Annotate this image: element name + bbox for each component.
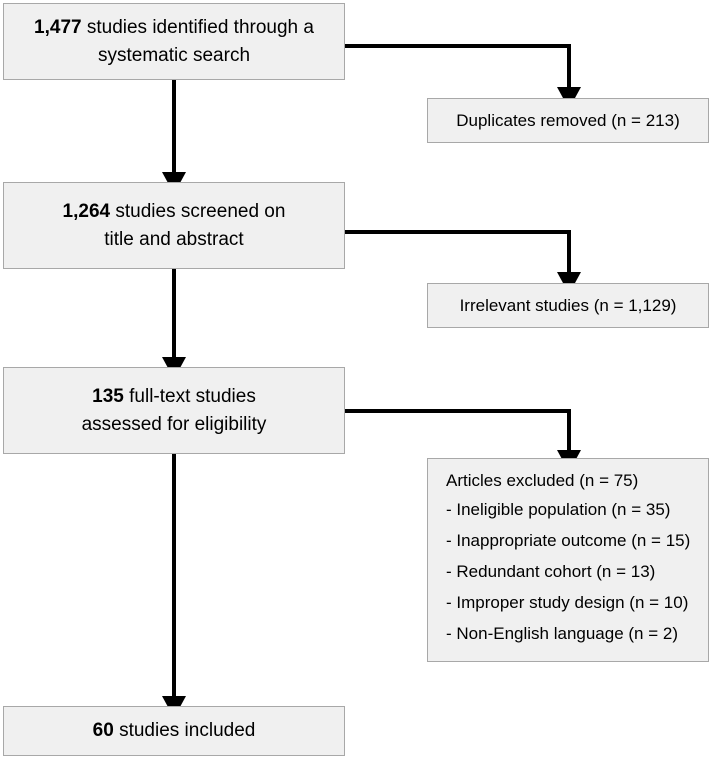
- box-identification-count: 1,477: [34, 16, 82, 38]
- box-screening-text: studies screened on: [110, 200, 286, 222]
- box-included-text: studies included: [113, 720, 256, 742]
- box-screening-line2: title and abstract: [104, 228, 244, 250]
- box-eligibility-count: 135: [92, 385, 124, 407]
- box-screening: 1,264 studies screened on title and abst…: [3, 182, 345, 269]
- box-eligibility-text: full-text studies: [123, 385, 256, 407]
- box-irrelevant-studies-label: Irrelevant studies (n = 1,129): [459, 295, 677, 315]
- box-screening-count: 1,264: [62, 200, 111, 222]
- box-included-count: 60: [92, 720, 114, 742]
- box-irrelevant-studies: Irrelevant studies (n = 1,129): [427, 283, 709, 328]
- box-included-line1: 60 studies included: [93, 717, 256, 745]
- box-articles-excluded: Articles excluded (n = 75) - Ineligible …: [427, 458, 709, 662]
- box-duplicates-removed-label: Duplicates removed (n = 213): [456, 110, 680, 130]
- exclusion-reason-ineligible-population: - Ineligible population (n = 35): [446, 500, 671, 519]
- connector-screening-to-irrelevant: [345, 230, 581, 294]
- articles-excluded-title: Articles excluded (n = 75): [446, 471, 639, 490]
- connector-eligibility-to-articles-excluded: [345, 409, 581, 472]
- box-eligibility-line2: assessed for eligibility: [81, 413, 267, 435]
- exclusion-reason-redundant-cohort: - Redundant cohort (n = 13): [446, 562, 656, 581]
- exclusion-reason-non-english-language: - Non-English language (n = 2): [446, 624, 678, 643]
- box-screening-line1: 1,264 studies screened on: [63, 198, 286, 226]
- box-identification-line1: 1,477 studies identified through a: [34, 14, 314, 42]
- box-included: 60 studies included: [3, 706, 345, 756]
- connector-identification-to-duplicates: [345, 44, 581, 109]
- box-identification: 1,477 studies identified through a syste…: [3, 3, 345, 80]
- box-duplicates-removed: Duplicates removed (n = 213): [427, 98, 709, 143]
- box-identification-text: studies identified through a: [81, 16, 314, 38]
- box-identification-line2: systematic search: [97, 44, 251, 66]
- box-eligibility: 135 full-text studies assessed for eligi…: [3, 367, 345, 454]
- box-eligibility-line1: 135 full-text studies: [92, 383, 256, 411]
- exclusion-reason-improper-study-design: - Improper study design (n = 10): [446, 593, 689, 612]
- exclusion-reason-inappropriate-outcome: - Inappropriate outcome (n = 15): [446, 531, 691, 550]
